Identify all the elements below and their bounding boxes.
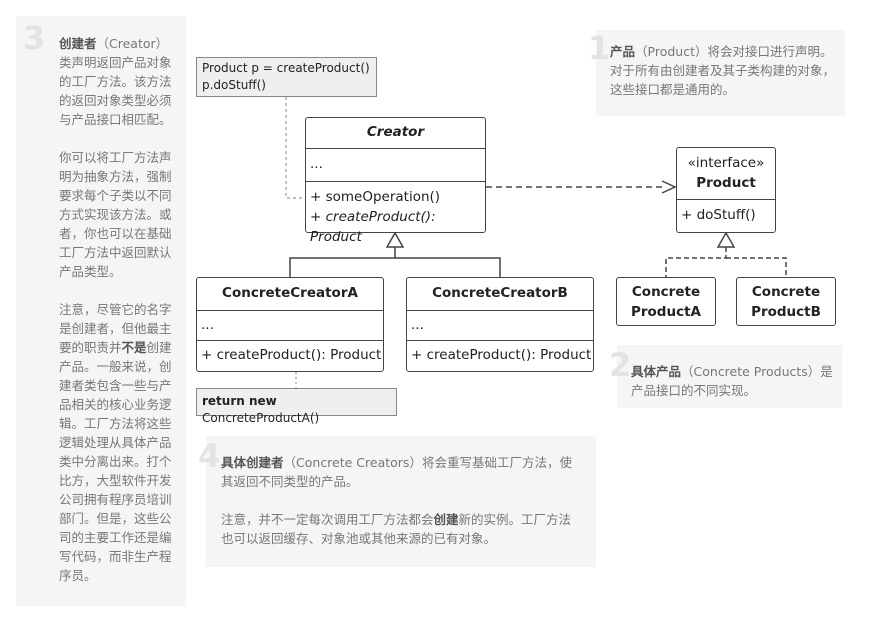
code-line-2: p.doStuff() (202, 78, 266, 92)
class-name-line-2: ProductB (751, 304, 821, 320)
class-name-line-1: Concrete (751, 284, 821, 300)
class-name-line-1: Concrete (631, 284, 701, 300)
dependency-arrowhead (661, 180, 677, 194)
interface-name: Product (696, 175, 756, 191)
interface-stereotype: «interface» (687, 155, 765, 171)
inherit-line-a (289, 247, 396, 277)
note-link-top (285, 97, 306, 199)
realize-line-b (726, 257, 787, 277)
class-name-line-2: ProductA (630, 304, 701, 320)
class-methods: + someOperation() + createProduct(): Pro… (306, 182, 485, 247)
interface-title: «interface» Product (677, 148, 775, 200)
code-note-some-operation: Product p = createProduct() p.doStuff() (196, 57, 377, 97)
class-concrete-product-b: Concrete ProductB (736, 277, 836, 326)
note-creator-p2: 你可以将工厂方法声明为抽象方法，强制要求每个子类以不同方式实现该方法。或者，你也… (59, 150, 172, 279)
class-title: ConcreteCreatorA (197, 278, 383, 311)
code-rest: ConcreteProductA() (202, 411, 320, 425)
method-some-operation: + someOperation() (310, 189, 441, 205)
realize-line-a (665, 247, 727, 277)
note-product: 1 产品（Product）将会对接口进行声明。对于所有由创建者及其子类构建的对象… (588, 30, 845, 116)
class-concrete-product-a: Concrete ProductA (616, 277, 716, 326)
class-concrete-creator-b: ConcreteCreatorB ... + createProduct(): … (406, 277, 594, 372)
class-fields: ... (407, 311, 593, 341)
class-fields: ... (197, 311, 383, 341)
note-creator-p1: 创建者（Creator）类声明返回产品对象的工厂方法。该方法的返回对象类型必须与… (59, 36, 172, 127)
method-create-product: + createProduct(): Product (201, 347, 382, 363)
note-concrete-creators: 4 具体创建者（Concrete Creators）将会重写基础工厂方法，使其返… (198, 436, 596, 567)
class-fields: ... (306, 149, 485, 182)
note-number: 2 (609, 346, 632, 384)
note-number: 3 (23, 19, 46, 57)
method-do-stuff: + doStuff() (681, 207, 756, 223)
class-creator: Creator ... + someOperation() + createPr… (305, 117, 486, 245)
note-concrete-creators-p1: 具体创建者（Concrete Creators）将会重写基础工厂方法，使其返回不… (221, 455, 572, 489)
code-line-1: Product p = createProduct() (202, 61, 370, 75)
method-create-product: + createProduct(): Product (411, 347, 592, 363)
code-keyword: return new (202, 394, 277, 408)
class-title: Creator (306, 118, 485, 149)
inherit-triangle-creator (385, 231, 405, 248)
note-concrete-products-text: 具体产品（Concrete Products）是产品接口的不同实现。 (631, 364, 833, 398)
note-creator: 3 创建者（Creator）类声明返回产品对象的工厂方法。该方法的返回对象类型必… (16, 16, 186, 606)
code-note-create-product: return new ConcreteProductA() (196, 388, 397, 425)
interface-product: «interface» Product + doStuff() (676, 147, 776, 233)
note-number: 4 (198, 437, 221, 475)
note-concrete-products: 2 具体产品（Concrete Products）是产品接口的不同实现。 (609, 345, 842, 408)
note-concrete-creators-p2: 注意，并不一定每次调用工厂方法都会创建新的实例。工厂方法也可以返回缓存、对象池或… (221, 512, 572, 546)
note-creator-p3: 注意，尽管它的名字是创建者，但他最主要的职责并不是创建产品。一般来说，创建者类包… (59, 302, 172, 583)
class-title: ConcreteCreatorB (407, 278, 593, 311)
method-create-product: + createProduct(): Product (310, 209, 436, 245)
realize-triangle-product (716, 231, 736, 248)
inherit-line-b (395, 257, 501, 277)
class-concrete-creator-a: ConcreteCreatorA ... + createProduct(): … (196, 277, 384, 372)
note-number: 1 (588, 29, 611, 67)
note-product-text: 产品（Product）将会对接口进行声明。对于所有由创建者及其子类构建的对象，这… (610, 44, 836, 97)
